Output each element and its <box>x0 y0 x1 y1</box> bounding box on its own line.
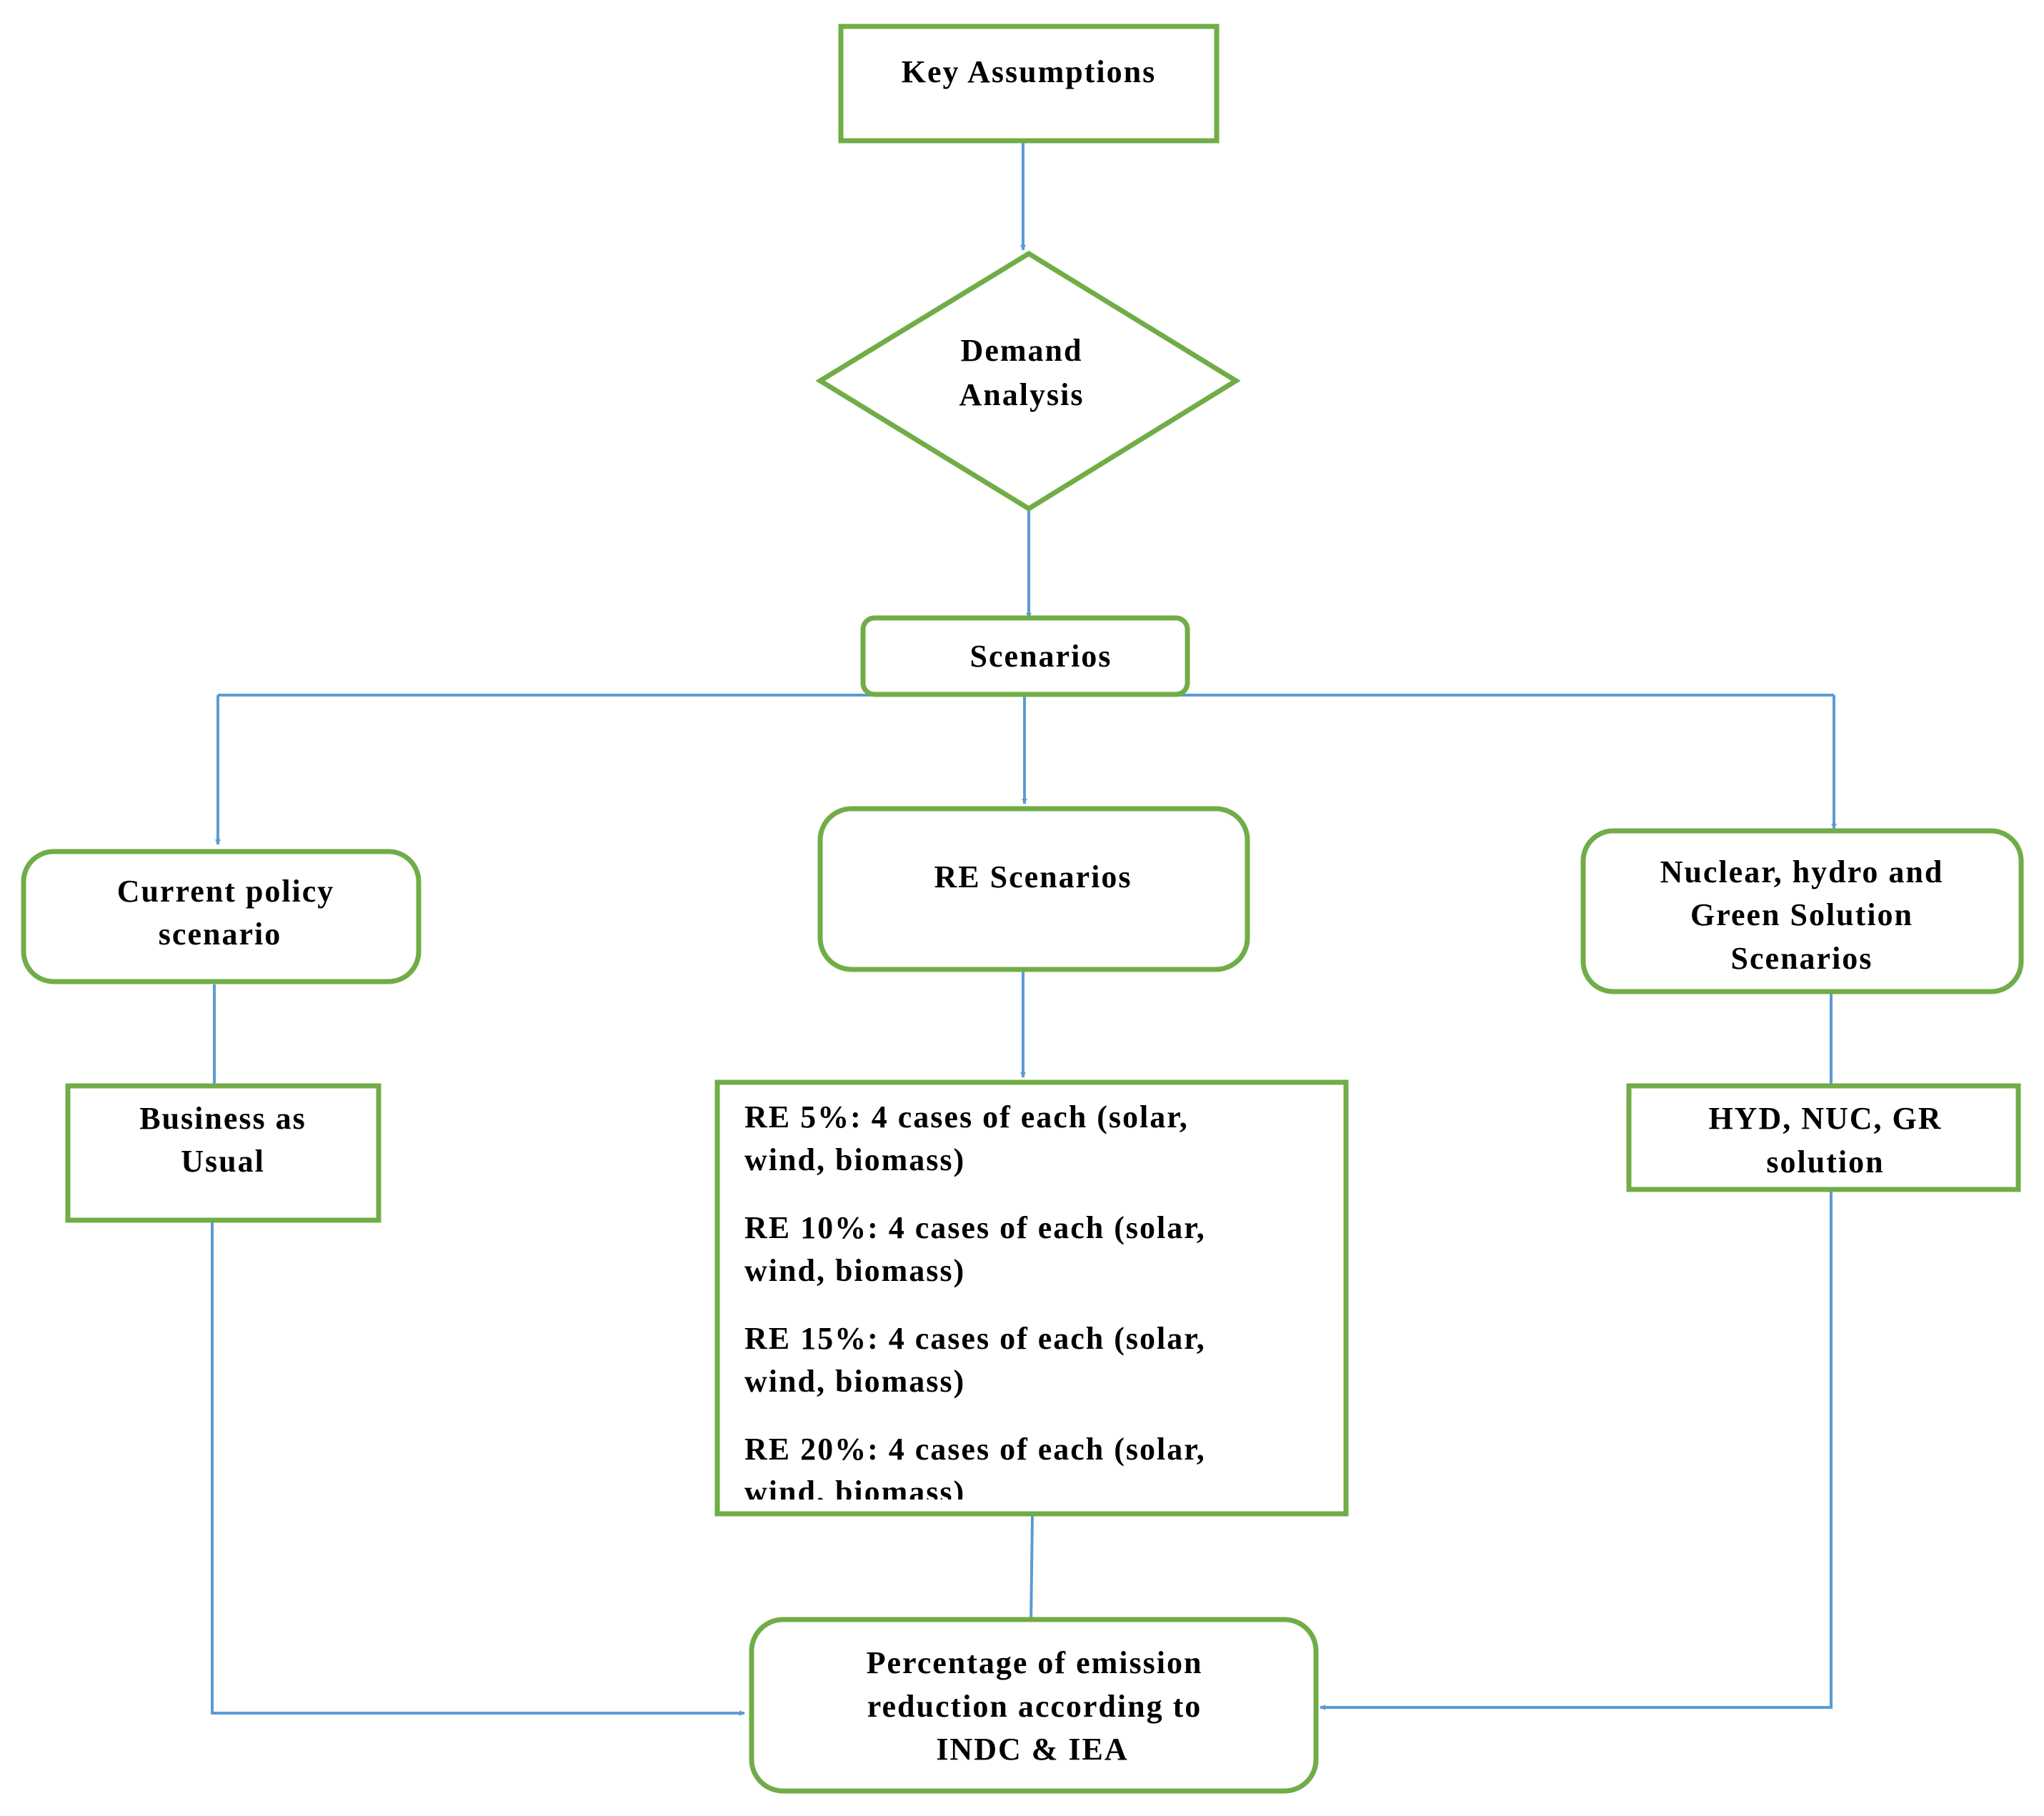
emission-line-3: INDC & IEA <box>936 1732 1128 1767</box>
re-case-5-line-1: RE 5%: 4 cases of each (solar, <box>744 1099 1189 1134</box>
node-nuclear-hydro-green: Nuclear, hydro and Green Solution Scenar… <box>1580 828 2024 994</box>
re-case-10-line-1: RE 10%: 4 cases of each (solar, <box>744 1210 1206 1245</box>
re-case-20-line-1: RE 20%: 4 cases of each (solar, <box>744 1432 1206 1467</box>
emission-line-2: reduction according to <box>867 1689 1202 1724</box>
node-re-cases: RE 5%: 4 cases of each (solar, wind, bio… <box>714 1079 1349 1517</box>
arrow-bau-to-emission <box>211 1220 745 1716</box>
scenarios-label: Scenarios <box>970 639 1112 674</box>
re-case-10-line-2: wind, biomass) <box>744 1253 965 1288</box>
bau-line-1: Business as <box>139 1101 306 1136</box>
re-case-15-line-2: wind, biomass) <box>744 1364 965 1399</box>
nuclear-line-3: Scenarios <box>1731 941 1873 976</box>
re-case-20-line-2: wind, biomass) <box>744 1475 965 1510</box>
demand-analysis-line-1: Demand <box>961 333 1083 368</box>
re-scenarios-label: RE Scenarios <box>934 859 1132 894</box>
nuclear-line-1: Nuclear, hydro and <box>1660 854 1944 889</box>
key-assumptions-label: Key Assumptions <box>902 54 1156 89</box>
node-hyd-nuc-gr: HYD, NUC, GR solution <box>1626 1083 2021 1192</box>
arrow-hyd-to-emission <box>1320 1189 1833 1710</box>
node-demand-analysis: Demand Analysis <box>815 250 1241 512</box>
nuclear-line-2: Green Solution <box>1690 897 1913 932</box>
hyd-line-1: HYD, NUC, GR <box>1708 1101 1942 1136</box>
node-re-scenarios: RE Scenarios <box>817 806 1250 972</box>
arrow-cases-to-emission <box>1028 1515 1035 1625</box>
node-key-assumptions: Key Assumptions <box>838 24 1220 144</box>
hyd-line-2: solution <box>1766 1144 1884 1179</box>
re-case-5-line-2: wind, biomass) <box>744 1142 965 1177</box>
node-scenarios: Scenarios <box>860 615 1190 697</box>
bau-line-2: Usual <box>181 1144 265 1179</box>
current-policy-line-1: Current policy <box>117 874 335 909</box>
node-emission-reduction: Percentage of emission reduction accordi… <box>749 1617 1319 1794</box>
re-case-15-line-1: RE 15%: 4 cases of each (solar, <box>744 1321 1206 1356</box>
demand-analysis-line-2: Analysis <box>959 377 1085 412</box>
emission-line-1: Percentage of emission <box>867 1645 1203 1680</box>
node-current-policy: Current policy scenario <box>21 849 422 984</box>
node-business-as-usual: Business as Usual <box>65 1083 382 1223</box>
current-policy-line-2: scenario <box>159 917 281 952</box>
